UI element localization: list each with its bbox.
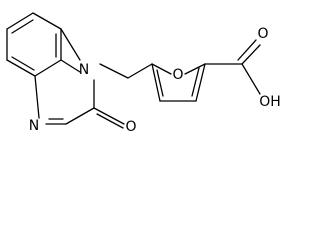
bond xyxy=(151,63,161,102)
ketone-bond-second xyxy=(96,113,124,129)
bond xyxy=(34,75,40,119)
double-bond-inner xyxy=(11,56,35,71)
bond xyxy=(32,12,62,30)
ketone-oxygen-label: O xyxy=(125,119,136,135)
bond xyxy=(241,44,261,65)
carbonyl-oxygen-label: O xyxy=(257,26,268,42)
bond xyxy=(151,63,172,75)
bond xyxy=(65,107,95,125)
bond xyxy=(127,63,153,79)
ring-nitrogen-label: N xyxy=(79,62,89,78)
chemical-structure-diagram: N N O O OH O xyxy=(6,12,281,135)
methylene-linker xyxy=(99,63,153,79)
double-bond-inner xyxy=(191,67,200,97)
double-bond xyxy=(237,39,257,61)
furan-ring xyxy=(151,63,206,102)
ring-nitrogen-label: N xyxy=(29,118,39,134)
carboxylic-acid-group xyxy=(204,39,261,95)
bond xyxy=(60,59,81,73)
pyrazinone-ring xyxy=(34,28,125,129)
hydroxyl-label: OH xyxy=(259,94,281,110)
double-bond-inner xyxy=(11,19,34,34)
bond xyxy=(6,59,36,77)
bond xyxy=(34,59,62,77)
bond xyxy=(241,63,261,95)
ketone-bond xyxy=(93,107,125,125)
benzene-ring xyxy=(6,12,62,77)
bond xyxy=(99,63,129,79)
bond xyxy=(60,28,81,61)
bond xyxy=(184,63,206,75)
bond xyxy=(6,12,34,30)
double-bond-inner xyxy=(156,69,164,97)
bond xyxy=(195,63,206,102)
furan-oxygen-label: O xyxy=(172,67,183,83)
